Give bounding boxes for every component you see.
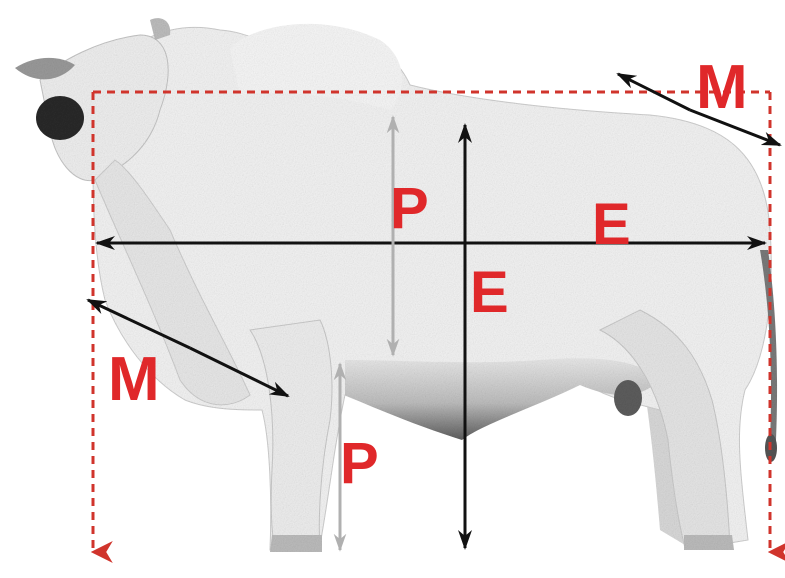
- bull-scrotum: [614, 380, 642, 416]
- bull-front-leg: [250, 320, 332, 552]
- bull-illustration: [15, 18, 777, 552]
- label-depth-lower: P: [340, 431, 379, 496]
- bull-belly-shadow: [345, 358, 660, 440]
- label-depth-upper: P: [390, 176, 429, 241]
- label-muscle-left: M: [108, 345, 160, 414]
- bull-hoof-hind: [684, 535, 734, 550]
- label-muscle-top: M: [696, 53, 748, 122]
- bull-hoof-front: [270, 535, 322, 552]
- label-length: E: [592, 192, 631, 257]
- bull-muzzle: [36, 96, 84, 140]
- label-height: E: [470, 260, 509, 325]
